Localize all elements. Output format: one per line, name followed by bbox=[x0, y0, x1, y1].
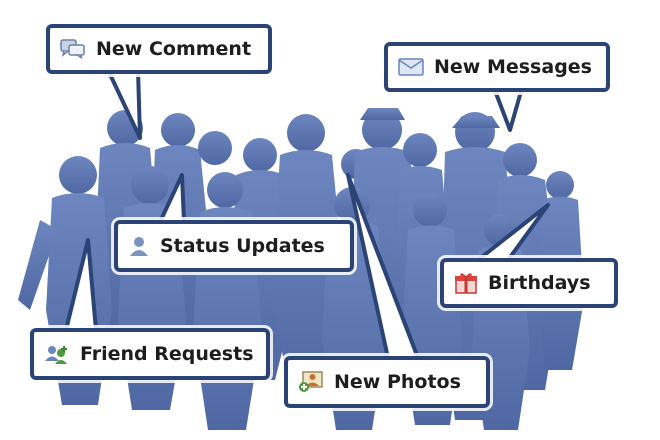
status-updates-callout: Status Updates bbox=[114, 220, 354, 272]
new-messages-label: New Messages bbox=[434, 56, 592, 78]
new-photos-label: New Photos bbox=[334, 371, 461, 393]
new-comment-label: New Comment bbox=[96, 38, 252, 60]
envelope-icon bbox=[398, 58, 424, 76]
friend-request-icon bbox=[44, 343, 70, 365]
friend-requests-label: Friend Requests bbox=[80, 343, 254, 365]
person-icon bbox=[128, 235, 150, 257]
status-updates-label: Status Updates bbox=[160, 235, 325, 257]
comment-icon bbox=[60, 39, 86, 59]
birthdays-label: Birthdays bbox=[488, 272, 591, 294]
friend-requests-callout: Friend Requests bbox=[30, 328, 270, 380]
birthdays-callout: Birthdays bbox=[440, 258, 618, 308]
photo-icon bbox=[298, 371, 324, 393]
gift-icon bbox=[454, 272, 478, 294]
new-photos-callout: New Photos bbox=[284, 356, 490, 408]
new-messages-callout: New Messages bbox=[384, 42, 610, 92]
new-comment-callout: New Comment bbox=[46, 24, 272, 74]
